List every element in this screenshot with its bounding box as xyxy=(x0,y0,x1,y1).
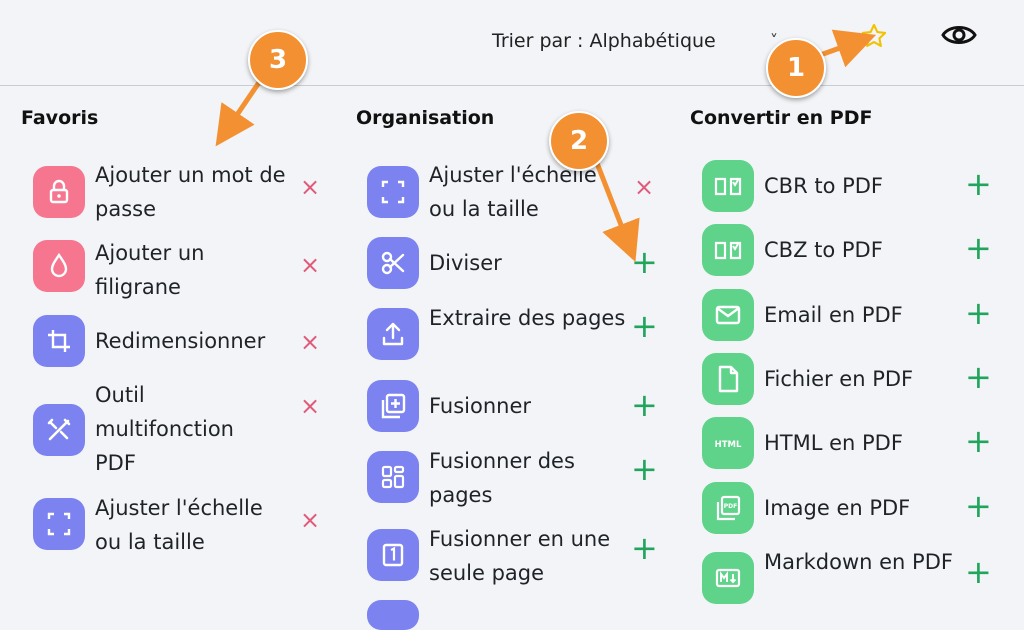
tool-item[interactable]: Diviser xyxy=(367,237,667,289)
tool-item[interactable]: Ajuster l'échelle ou la taille xyxy=(367,163,667,221)
tool-item[interactable]: Ajouter un mot de passe xyxy=(33,163,333,221)
section-title-organisation: Organisation xyxy=(356,107,495,129)
arrow-3 xyxy=(215,76,265,147)
upload-icon xyxy=(367,308,419,360)
tool-item[interactable]: Fusionner xyxy=(367,380,667,432)
remove-favorite-button[interactable]: × xyxy=(299,328,321,356)
tool-item[interactable]: Email en PDF xyxy=(702,289,1002,341)
remove-favorite-button[interactable]: × xyxy=(299,251,321,279)
tool-label: Email en PDF xyxy=(764,303,903,327)
scale-icon xyxy=(33,498,85,550)
tool-item[interactable]: CBZ to PDF xyxy=(702,224,1002,276)
svg-text:PDF: PDF xyxy=(724,503,737,510)
tool-label: Outil multifonction PDF xyxy=(95,383,234,475)
tool-item[interactable]: Fusionner des pages xyxy=(367,449,667,507)
tool-item[interactable]: Outil multifonction PDF xyxy=(33,383,333,475)
add-favorite-button[interactable]: + xyxy=(965,487,992,525)
tool-label: Extraire des pages xyxy=(429,306,626,330)
remove-favorite-button[interactable]: × xyxy=(633,173,655,201)
scale-icon xyxy=(367,166,419,218)
add-favorite-button[interactable]: + xyxy=(965,165,992,203)
tool-item[interactable]: Fusionner en une seule page xyxy=(367,527,667,585)
merge-icon xyxy=(367,380,419,432)
scissors-icon xyxy=(367,237,419,289)
tool-label: CBR to PDF xyxy=(764,174,884,198)
html-icon: HTML xyxy=(702,417,754,469)
tool-label: Ajouter un filigrane xyxy=(95,241,205,299)
add-favorite-button[interactable]: + xyxy=(631,529,658,567)
tool-label: Diviser xyxy=(429,251,502,275)
tool-label: Fusionner des pages xyxy=(429,449,575,507)
tool-label: Fusionner en une seule page xyxy=(429,527,611,585)
section-title-favorites: Favoris xyxy=(21,107,99,129)
sort-select[interactable]: Trier par : Alphabétique xyxy=(492,30,716,52)
annotation-arrows xyxy=(215,29,877,262)
add-favorite-button[interactable]: + xyxy=(965,422,992,460)
tool-label: Ajouter un mot de passe xyxy=(95,163,286,221)
tool-item[interactable]: Markdown en PDF xyxy=(702,550,1002,604)
eye-icon[interactable] xyxy=(940,20,978,50)
add-favorite-button[interactable]: + xyxy=(965,553,992,591)
tool-label: Fichier en PDF xyxy=(764,367,914,391)
grid-icon xyxy=(367,451,419,503)
file-icon xyxy=(702,353,754,405)
crop-icon xyxy=(33,315,85,367)
tool-item[interactable]: Extraire des pages xyxy=(367,306,667,360)
book-icon xyxy=(702,224,754,276)
tool-label: Redimensionner xyxy=(95,329,266,353)
droplet-icon xyxy=(33,240,85,292)
tool-item[interactable]: Ajuster l'échelle ou la taille xyxy=(33,496,333,554)
mail-icon xyxy=(702,289,754,341)
tool-item[interactable]: Redimensionner xyxy=(33,315,333,367)
tools-icon xyxy=(33,404,85,456)
add-favorite-button[interactable]: + xyxy=(965,229,992,267)
single-page-icon xyxy=(367,529,419,581)
tool-label: Markdown en PDF xyxy=(764,550,953,574)
callout-badge: 1 xyxy=(766,38,826,98)
add-favorite-button[interactable]: + xyxy=(965,294,992,332)
svg-text:HTML: HTML xyxy=(715,440,742,450)
tool-label: Image en PDF xyxy=(764,496,911,520)
book-icon xyxy=(702,160,754,212)
tool-item[interactable]: HTML HTML en PDF xyxy=(702,417,1002,469)
tool-item[interactable]: Ajouter un filigrane xyxy=(33,240,333,299)
tool-label: Ajuster l'échelle ou la taille xyxy=(95,496,263,554)
tool-item[interactable]: PDF Image en PDF xyxy=(702,482,1002,534)
add-favorite-button[interactable]: + xyxy=(631,450,658,488)
tool-item[interactable]: Fichier en PDF xyxy=(702,353,1002,405)
add-favorite-button[interactable]: + xyxy=(631,307,658,345)
add-favorite-button[interactable]: + xyxy=(965,358,992,396)
markdown-icon xyxy=(702,552,754,604)
section-title-convert: Convertir en PDF xyxy=(690,107,873,129)
add-favorite-button[interactable]: + xyxy=(631,386,658,424)
callout-badge: 2 xyxy=(549,111,609,171)
remove-favorite-button[interactable]: × xyxy=(299,173,321,201)
image-pdf-icon: PDF xyxy=(702,482,754,534)
tool-item[interactable]: CBR to PDF xyxy=(702,160,1002,212)
arrow-2 xyxy=(592,157,640,262)
tool-label: Fusionner xyxy=(429,394,532,418)
tool-label: CBZ to PDF xyxy=(764,238,883,262)
tool-label: HTML en PDF xyxy=(764,431,903,455)
lock-icon xyxy=(33,166,85,218)
remove-favorite-button[interactable]: × xyxy=(299,506,321,534)
chevron-down-icon[interactable]: ˅ xyxy=(770,31,778,50)
toolbar: Trier par : Alphabétique ˅ xyxy=(0,0,1024,86)
remove-favorite-button[interactable]: × xyxy=(299,392,321,420)
callout-badge: 3 xyxy=(248,30,308,90)
